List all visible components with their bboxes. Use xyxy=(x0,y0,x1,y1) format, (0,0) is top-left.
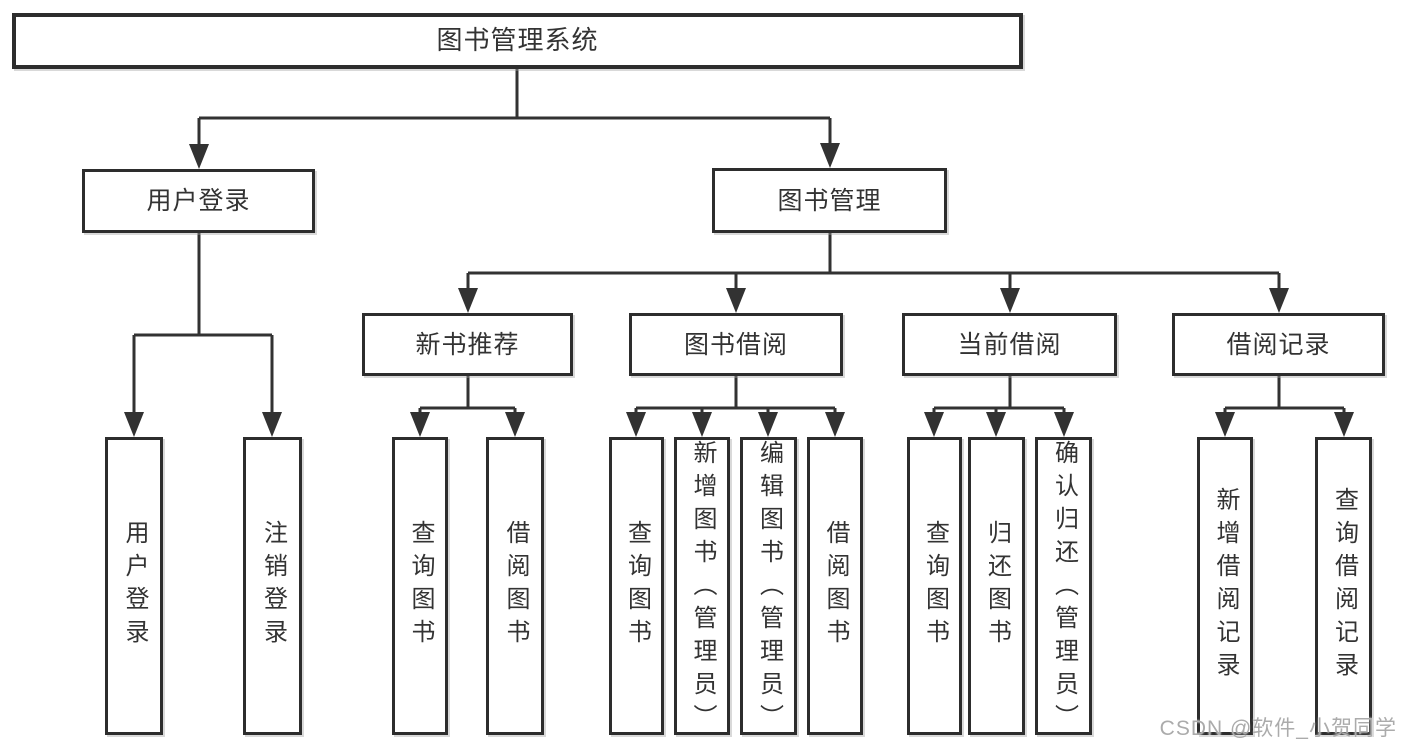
connector-book-management-split xyxy=(458,233,1289,313)
connector-root-split xyxy=(189,69,840,169)
leaf-edit-book-admin: 编辑图书（管理员） xyxy=(740,437,797,737)
arrow-down-icon xyxy=(924,412,944,437)
arrow-down-icon xyxy=(692,412,712,437)
arrow-down-icon xyxy=(410,412,430,437)
node-book-borrow: 图书借阅 xyxy=(629,313,843,376)
leaf-logout: 注销登录 xyxy=(243,437,302,735)
arrow-down-icon xyxy=(820,143,840,168)
node-library-management-system: 图书管理系统 xyxy=(12,13,1023,69)
connector-book-borrow-split xyxy=(626,376,845,437)
leaf-query-books-recommend: 查询图书 xyxy=(392,437,448,735)
csdn-watermark: CSDN @软件_小贺同学 xyxy=(1159,717,1397,740)
arrow-down-icon xyxy=(1000,288,1020,313)
arrow-down-icon xyxy=(1334,412,1354,437)
node-user-login: 用户登录 xyxy=(82,169,315,233)
arrow-down-icon xyxy=(189,144,209,169)
leaf-add-borrow-record: 新增借阅记录 xyxy=(1197,437,1253,735)
arrow-down-icon xyxy=(626,412,646,437)
arrow-down-icon xyxy=(124,412,144,437)
arrow-down-icon xyxy=(758,412,778,437)
arrow-down-icon xyxy=(262,412,282,437)
arrow-down-icon xyxy=(825,412,845,437)
connector-current-borrow-split xyxy=(924,376,1074,437)
leaf-borrow-books-recommend: 借阅图书 xyxy=(486,437,544,735)
arrow-down-icon xyxy=(986,412,1006,437)
leaf-add-book-admin: 新增图书（管理员） xyxy=(674,437,730,737)
leaf-query-books-current: 查询图书 xyxy=(907,437,962,735)
arrow-down-icon xyxy=(726,288,746,313)
arrow-down-icon xyxy=(1269,288,1289,313)
connector-new-book-split xyxy=(410,376,525,437)
connector-borrow-records-split xyxy=(1215,376,1354,437)
node-borrow-records: 借阅记录 xyxy=(1172,313,1385,376)
arrow-down-icon xyxy=(505,412,525,437)
leaf-return-book: 归还图书 xyxy=(968,437,1025,735)
leaf-borrow-books: 借阅图书 xyxy=(807,437,863,735)
leaf-confirm-return-admin: 确认归还（管理员） xyxy=(1035,437,1092,737)
node-new-book-recommend: 新书推荐 xyxy=(362,313,573,376)
leaf-query-books-borrow: 查询图书 xyxy=(609,437,664,735)
node-book-management: 图书管理 xyxy=(712,168,947,233)
node-current-borrow: 当前借阅 xyxy=(902,313,1117,376)
leaf-query-borrow-record: 查询借阅记录 xyxy=(1315,437,1372,735)
arrow-down-icon xyxy=(1054,412,1074,437)
connector-user-login-split xyxy=(124,233,282,437)
arrow-down-icon xyxy=(458,288,478,313)
arrow-down-icon xyxy=(1215,412,1235,437)
leaf-user-login: 用户登录 xyxy=(105,437,163,735)
